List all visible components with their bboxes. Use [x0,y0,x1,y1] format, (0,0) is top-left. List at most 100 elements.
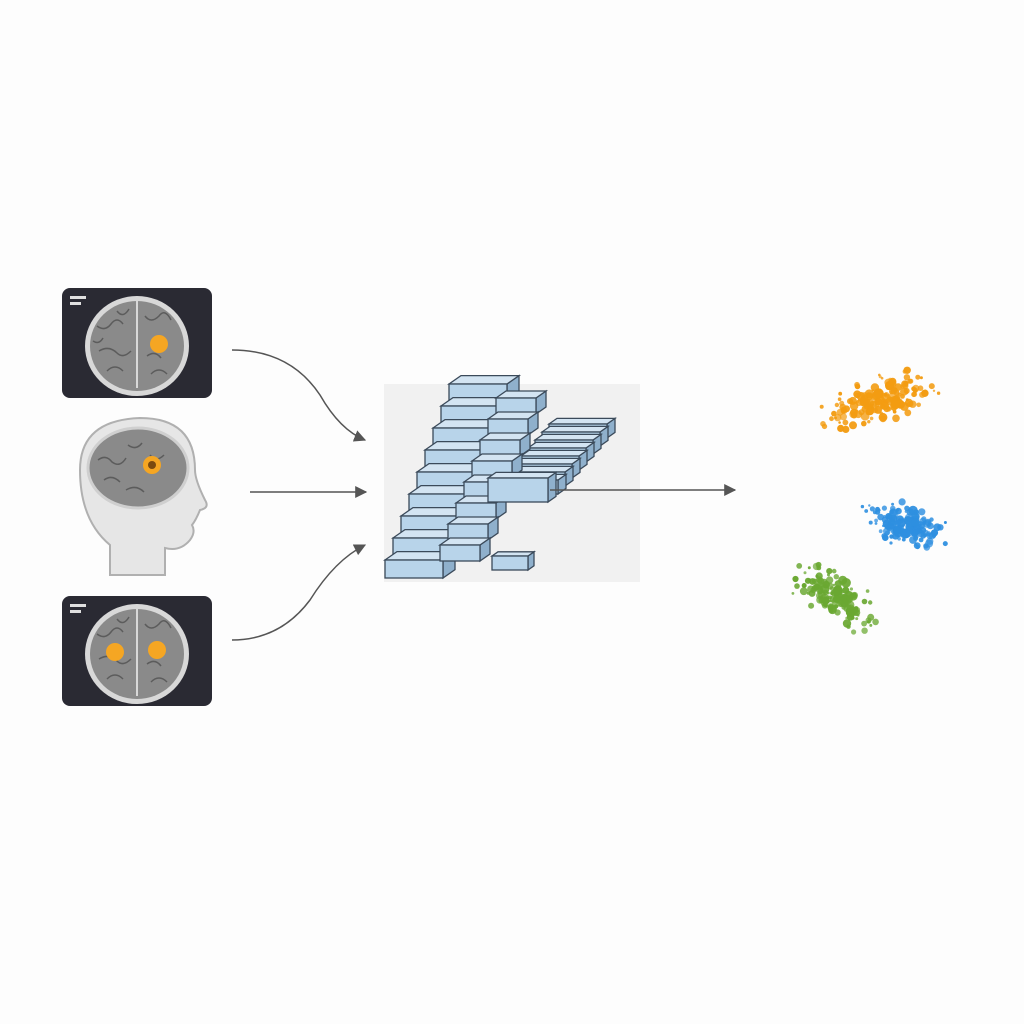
scatter-point [894,388,898,392]
scatter-point [889,534,894,539]
scatter-point [851,629,857,635]
scatter-point [838,591,843,595]
scatter-point [826,568,833,575]
scatter-point [878,373,881,377]
scatter-point [836,408,844,416]
scatter-point [824,596,830,601]
input-arrow-3 [231,544,367,641]
scatter-point [937,524,944,531]
brain-icon [86,426,190,510]
scatter-point [796,563,803,569]
scatter-point [874,522,878,525]
scatter-point [867,613,875,621]
scatter-point [878,412,888,422]
scatter-point [926,537,934,545]
scatter-point [868,600,873,605]
network-layer-block [485,410,541,437]
scatter-point [822,581,830,589]
scatter-point [854,393,860,398]
network-layer-block [445,515,501,542]
scatter-point [919,391,926,398]
scatter-point [818,588,823,594]
network-layer-block [477,431,533,458]
scatter-point [931,533,937,538]
scatter-point [914,542,918,546]
brain-icon [85,296,189,396]
scatter-point [919,376,923,380]
scatter-point [794,583,800,589]
scatter-point [841,599,849,607]
scatter-point [853,608,858,613]
scatter-point [883,392,888,397]
scatter-point [936,391,941,395]
scatter-point [889,541,893,545]
scatter-point [839,593,847,602]
network-layer-block [437,536,493,563]
scatter-point [854,383,861,390]
scatter-point [827,591,830,595]
scatter-point [839,403,847,411]
scatter-point [832,587,840,596]
input-arrow-1 [231,349,367,442]
scatter-point [815,561,822,568]
head-profile-input [78,416,208,576]
scatter-point [890,505,896,512]
scatter-point [943,521,947,524]
scatter-point [878,529,883,534]
scatter-point [896,508,900,512]
network-layer-block [493,389,549,416]
scatter-point [909,400,917,408]
scatter-point [891,399,901,410]
scatter-point [833,574,839,580]
scatter-point [846,624,851,629]
scatter-point [820,421,826,427]
scatter-point [889,388,895,395]
scatter-point [803,571,807,575]
lesion-marker [150,335,168,353]
brain-icon [85,604,189,704]
output-clusters [791,366,948,635]
scatter-point [888,518,896,526]
scatter-point [942,541,948,547]
scatter-point [827,573,830,577]
scatter-point [865,399,870,404]
scatter-point [915,544,920,550]
scatter-point [918,508,926,516]
scatter-point [891,502,895,506]
scatter-cluster-1 [819,366,941,433]
scatter-point [808,602,815,609]
scatter-point [905,398,909,402]
scatter-point [861,620,867,627]
scatter-point [799,587,808,596]
scatter-point [869,623,873,627]
scatter-point [886,406,892,412]
scatter-point [917,385,924,392]
scatter-point [868,504,871,507]
menu-icon [70,604,86,607]
scatter-point [807,566,811,570]
scatter-point [898,498,906,506]
scatter-point [845,591,848,595]
network-layer-block [489,550,537,572]
scatter-point [871,389,875,392]
scatter-point [880,376,884,380]
lesion-marker [106,643,124,661]
scatter-point [861,627,868,634]
scatter-point [904,510,908,513]
scatter-point [801,583,807,588]
scatter-point [838,391,843,396]
scatter-point [915,374,921,380]
mri-scan-input-1 [62,288,212,398]
lesion-marker [148,641,166,659]
scatter-point [882,524,885,528]
scatter-point [851,591,858,599]
model-network [382,374,640,582]
scatter-point [881,516,889,523]
scatter-point [912,387,918,393]
scatter-point [855,617,859,621]
scatter-point [893,526,901,534]
network-layer-block [485,471,559,504]
scatter-point [874,405,882,414]
scatter-point [849,587,854,591]
